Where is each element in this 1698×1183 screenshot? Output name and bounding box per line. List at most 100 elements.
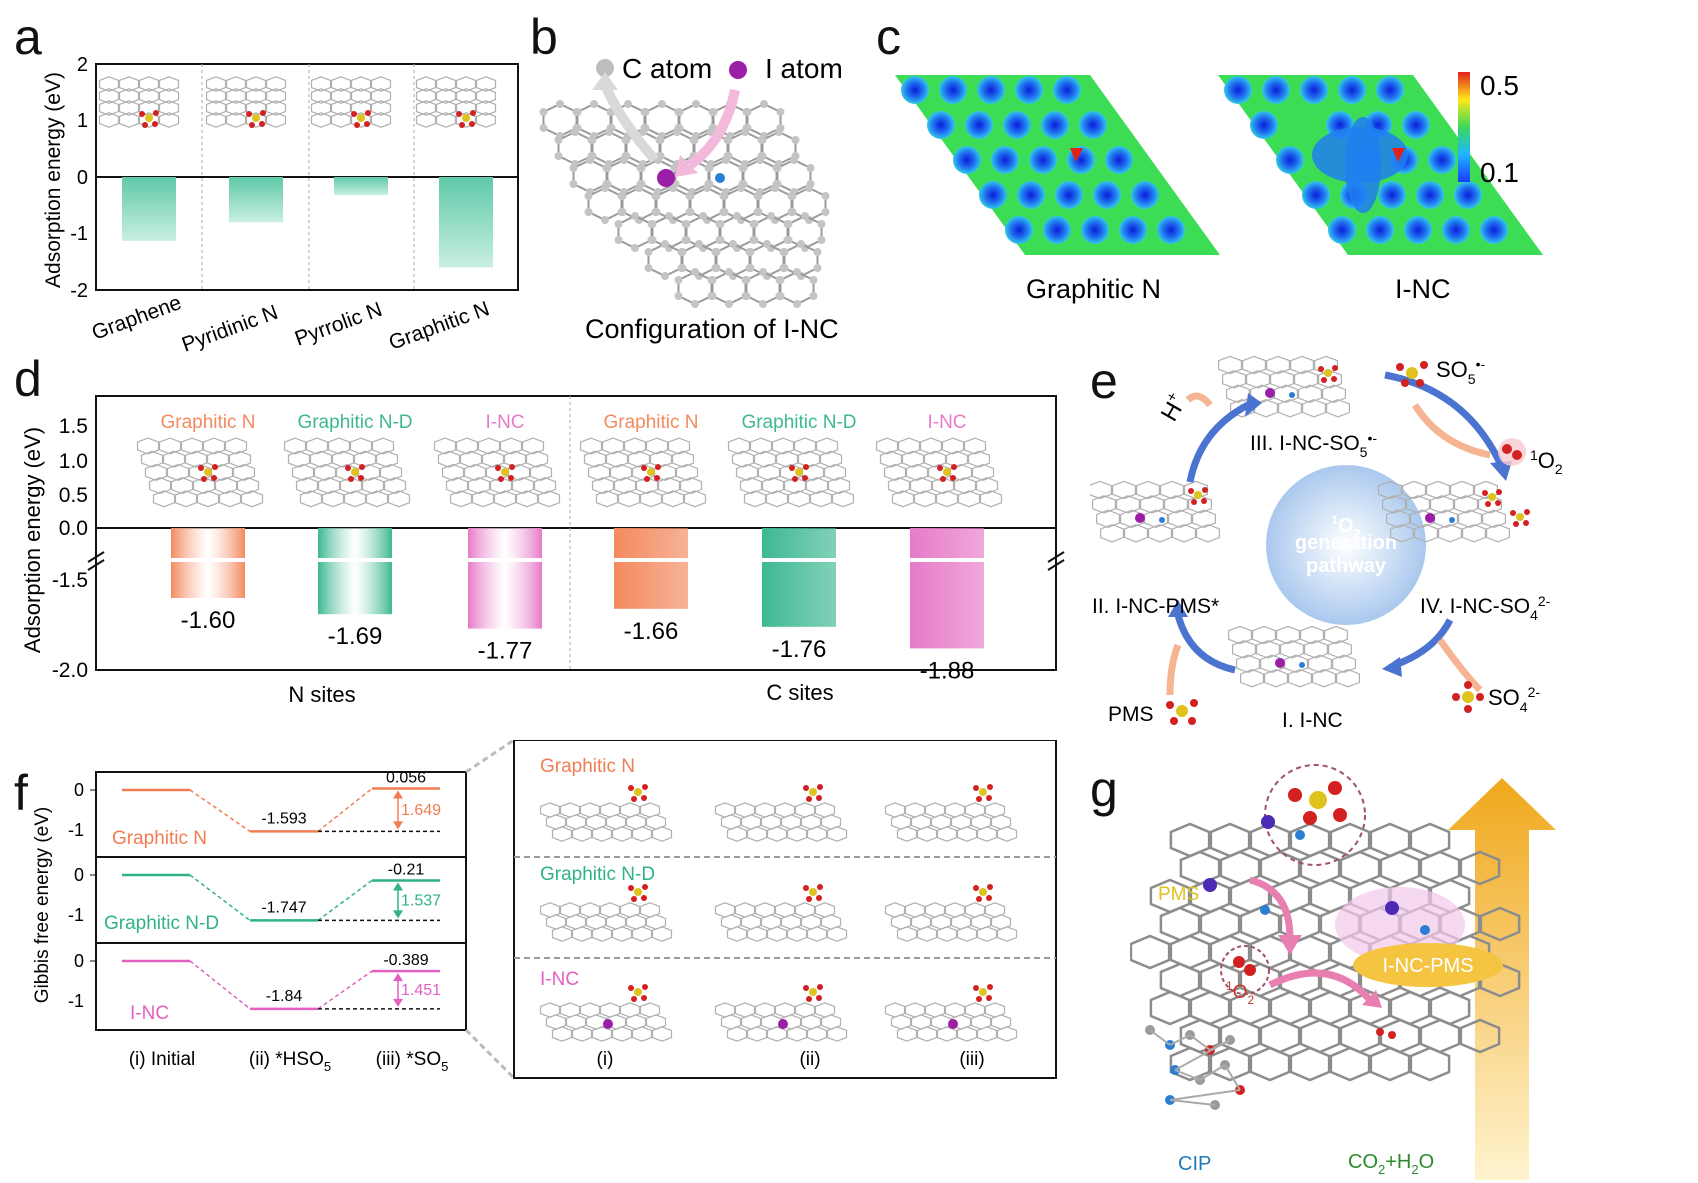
bar-graphene <box>122 177 176 241</box>
panel-letter-d: d <box>14 351 42 407</box>
hex-ring <box>1259 1018 1301 1054</box>
hex-ring <box>98 100 120 116</box>
sulfate-adsorbate <box>628 984 648 1002</box>
hex-ring <box>158 100 180 116</box>
hex-ring <box>1299 1018 1341 1054</box>
carbon-atom <box>746 248 755 256</box>
sulfate-adsorbate <box>1482 489 1502 507</box>
hex-ring <box>265 88 287 104</box>
panel-e-cycle: 1O2 generation pathway H+ SO5•- 1O2 III.… <box>1090 355 1563 732</box>
hex-ring <box>205 88 227 104</box>
hex-ring <box>515 490 539 508</box>
sulfate-adsorbate <box>803 784 823 802</box>
sulfate-adsorbate <box>973 784 993 802</box>
energy-value-label: -0.389 <box>383 952 428 969</box>
panel-a-ytick: 1 <box>77 110 88 132</box>
co2-h2o-label: CO2+H2O <box>1348 1151 1434 1177</box>
hex-ring <box>1171 523 1197 543</box>
iodine-atom <box>1385 901 1399 915</box>
hex-ring <box>118 76 140 92</box>
iodine-atom <box>603 1019 613 1029</box>
hex-ring <box>503 450 527 468</box>
iodine-atom <box>778 1019 788 1029</box>
carbon-atom <box>805 184 813 192</box>
hex-ring <box>158 76 180 92</box>
hex-ring <box>1289 1046 1331 1082</box>
hex-ring <box>1328 640 1352 659</box>
hex-ring <box>905 463 929 481</box>
panel-c-label-right: I-NC <box>1395 274 1451 304</box>
center-line-3: pathway <box>1306 555 1387 577</box>
barrier-arrow-head <box>393 790 403 799</box>
hex-ring <box>901 450 925 468</box>
arrow-3-to-4 <box>1384 371 1504 465</box>
hex-ring <box>1209 1046 1251 1082</box>
sulfate-adsorbate <box>803 884 823 902</box>
hex-ring <box>1419 1018 1461 1054</box>
hex-ring <box>826 926 848 942</box>
hex-ring <box>875 437 899 455</box>
panel-d-ytick: -1.5 <box>52 569 88 592</box>
barrier-arrow-head <box>393 882 403 891</box>
adsorption-structure <box>98 76 180 128</box>
density-spot <box>1378 181 1406 209</box>
carbon-atom <box>539 108 548 116</box>
hex-ring <box>797 450 821 468</box>
hex-ring <box>205 112 227 128</box>
hex-ring <box>148 477 172 495</box>
cip-bond <box>1174 1069 1201 1081</box>
series-label: Graphitic N-D <box>297 412 412 433</box>
adsorption-structure <box>310 76 392 128</box>
carbon-atom <box>618 192 627 200</box>
hex-ring <box>1189 990 1231 1026</box>
panel-b-caption: Configuration of I-NC <box>585 314 839 344</box>
singlet-oxygen-atom <box>1244 964 1256 976</box>
hex-ring <box>1130 934 1171 970</box>
carbon-atom <box>742 276 751 284</box>
grey-arrow-head <box>592 72 618 90</box>
nitrogen-atom <box>1159 517 1165 523</box>
panel-a-xtick: Graphitic N <box>386 297 493 355</box>
hex-ring <box>1322 384 1346 404</box>
arrow-2-to-3 <box>1186 401 1250 483</box>
carbon-atom <box>790 156 798 164</box>
carbon-atom <box>631 212 639 220</box>
hex-ring <box>463 463 487 481</box>
carbon-atom <box>809 276 818 284</box>
hex-ring <box>350 88 372 104</box>
panel-c-label-left: Graphitic N <box>1026 274 1161 304</box>
cip-bond <box>1169 1089 1241 1101</box>
carbon-atom <box>773 164 782 172</box>
carbon-atom <box>771 184 779 192</box>
carbon-atom <box>705 164 714 172</box>
carbon-atom <box>652 192 661 200</box>
hex-ring <box>1379 850 1421 886</box>
carbon-atom <box>674 276 683 284</box>
bar-value-label: -1.88 <box>920 657 975 684</box>
carbon-atom <box>644 264 653 272</box>
pms-label: PMS <box>1108 703 1154 726</box>
carbon-atom <box>675 108 684 116</box>
hex-ring <box>651 926 673 942</box>
hex-ring <box>1430 495 1454 514</box>
hex-ring <box>321 490 345 508</box>
energy-value-label: -1.84 <box>266 988 303 1005</box>
hex-ring <box>779 463 803 481</box>
hex-ring <box>225 76 247 92</box>
carbon-atom <box>554 136 563 144</box>
pink-arrow-head <box>675 155 698 177</box>
axis-break-mark <box>87 559 105 571</box>
panel-f-chart: Gibbis free energy (eV) -1.5930.0561.649… <box>32 740 1057 1080</box>
hex-ring <box>477 437 501 455</box>
carbon-atom <box>658 100 666 108</box>
co2-h2o-molecule <box>1376 1028 1396 1039</box>
hex-ring <box>1123 523 1149 543</box>
carbon-atom <box>709 108 718 116</box>
hex-ring <box>1450 480 1474 500</box>
carbon-atom <box>813 264 822 272</box>
carbon-atom <box>791 136 800 144</box>
state-1-label: I. I-NC <box>1282 709 1343 732</box>
hex-ring <box>655 186 691 222</box>
hex-ring <box>786 826 808 842</box>
hex-ring <box>551 1026 573 1042</box>
